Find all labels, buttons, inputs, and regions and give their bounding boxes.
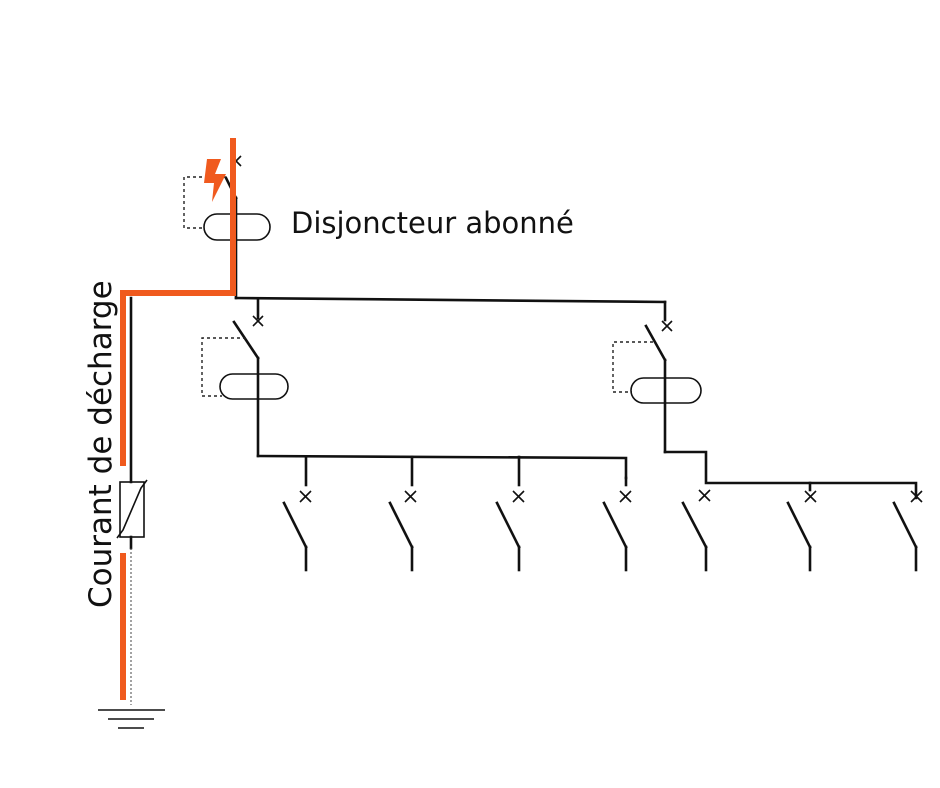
branch-breaker-2 <box>388 455 417 572</box>
branch-breaker-3 <box>495 455 525 572</box>
discharge-current-path <box>120 138 236 700</box>
differential-breaker-right <box>612 300 918 500</box>
main-bus <box>129 296 667 484</box>
branch-breaker-7 <box>892 490 923 572</box>
discharge-current-label: Courant de décharge <box>83 280 119 608</box>
branch-breaker-4 <box>602 476 632 572</box>
lightning-bolt-icon <box>204 159 226 202</box>
breaker-label: Disjoncteur abonné <box>291 206 574 240</box>
surge-arrester-icon <box>116 479 148 705</box>
branch-breaker-1 <box>282 455 312 572</box>
branch-breaker-5 <box>681 489 711 572</box>
branch-breaker-6 <box>786 481 817 572</box>
ground-symbol-icon <box>98 709 165 729</box>
differential-breaker-left <box>201 298 628 480</box>
main-breaker <box>183 138 271 300</box>
